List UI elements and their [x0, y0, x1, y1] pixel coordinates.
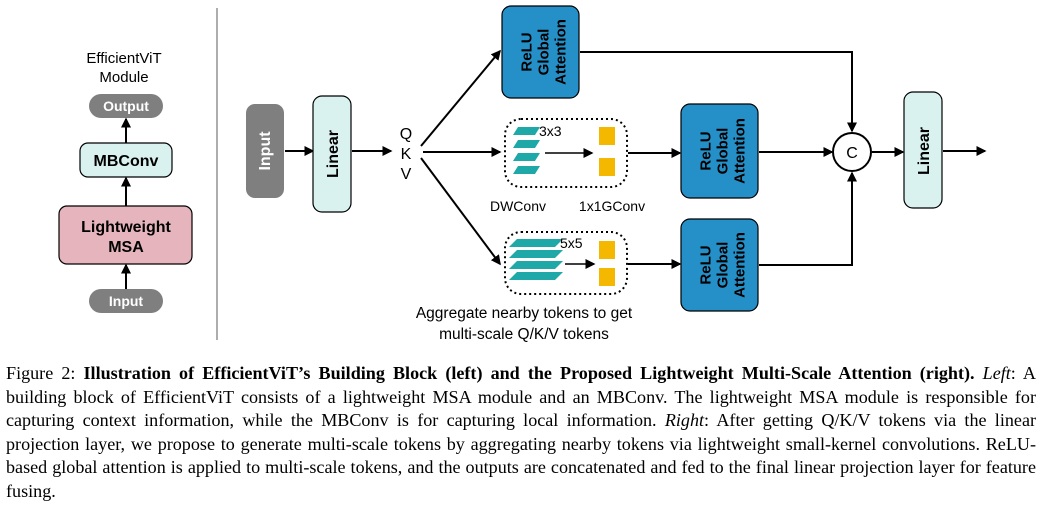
conv-box-3x3 [504, 118, 628, 188]
output-box [89, 94, 163, 118]
aggregate-note-line1: Aggregate nearby tokens to get [416, 305, 633, 322]
caption-right-text: : After getting Q/K/V tokens via the lin… [6, 410, 1036, 501]
relu-attention-bottom [680, 218, 759, 312]
gconv-block-3x3-bottom [599, 158, 615, 176]
caption-title: Illustration of EfficientViT’s Building … [83, 363, 975, 383]
relu-bottom-line1: ReLU [698, 245, 715, 284]
caption-right-label: Right [664, 410, 705, 431]
figure-caption: Figure 2: Illustration of EfficientViT’s… [6, 362, 1036, 504]
msa-label-line2: MSA [108, 239, 144, 256]
q-label: Q [400, 126, 412, 143]
relu-top-line3: Attention [553, 19, 570, 85]
linear-box [312, 95, 352, 213]
module-title-line1: EfficientViT [86, 50, 161, 67]
relu-mid-line2: Global [715, 128, 732, 175]
msa-label-line1: Lightweight [81, 219, 171, 236]
kernel-3x3-label: 3x3 [539, 123, 562, 139]
caption-left-label: Left [982, 363, 1011, 383]
input-label-right: Input [257, 131, 274, 171]
dwconv-stack-3x3 [513, 127, 540, 174]
kernel-5x5-label: 5x5 [560, 235, 583, 251]
input-box-right [246, 104, 284, 198]
final-linear-label: Linear [916, 127, 933, 175]
relu-mid-line1: ReLU [698, 131, 715, 170]
relu-top-line2: Global [536, 29, 553, 76]
relu-mid-line3: Attention [732, 118, 749, 184]
conv-box-5x5 [504, 231, 628, 295]
gconv-block-5x5-top [599, 241, 615, 259]
relu-attention-top [501, 5, 580, 99]
bottom-to-concat [759, 171, 857, 266]
relu-bottom-line3: Attention [732, 232, 749, 298]
concat-label: C [846, 145, 858, 162]
top-to-concat [580, 51, 857, 133]
mbconv-label: MBConv [94, 153, 159, 170]
k-label: K [401, 146, 412, 163]
branch-arrow-bottom [420, 157, 501, 266]
dwconv-label: DWConv [490, 198, 546, 214]
input-label-left: Input [109, 293, 144, 309]
output-label: Output [103, 98, 149, 114]
dwconv-stack-5x5 [509, 239, 563, 280]
gconv-block-5x5-bottom [599, 268, 615, 286]
final-linear-box [903, 91, 943, 209]
architecture-figure: EfficientViT Module Output MBConv Lightw… [58, 5, 987, 343]
concat-node [832, 132, 872, 172]
branch-arrow-top [420, 49, 501, 147]
gconv-block-3x3-top [599, 127, 615, 145]
module-title-line2: Module [99, 69, 148, 86]
relu-attention-mid [680, 103, 759, 199]
gconv-label: 1x1GConv [579, 198, 645, 214]
input-box-left [89, 289, 163, 313]
relu-top-line1: ReLU [519, 32, 536, 71]
right-panel: Input Linear Q K V ReLU Global Attention… [246, 5, 987, 343]
linear-label: Linear [325, 130, 342, 178]
left-panel: EfficientViT Module Output MBConv Lightw… [58, 50, 193, 313]
v-label: V [401, 166, 412, 183]
aggregate-note-line2: multi-scale Q/K/V tokens [439, 326, 609, 343]
caption-figure-number: Figure 2: [6, 363, 76, 383]
caption-left-text: : A building block of EfficientViT consi… [6, 363, 1036, 431]
relu-bottom-line2: Global [715, 242, 732, 289]
